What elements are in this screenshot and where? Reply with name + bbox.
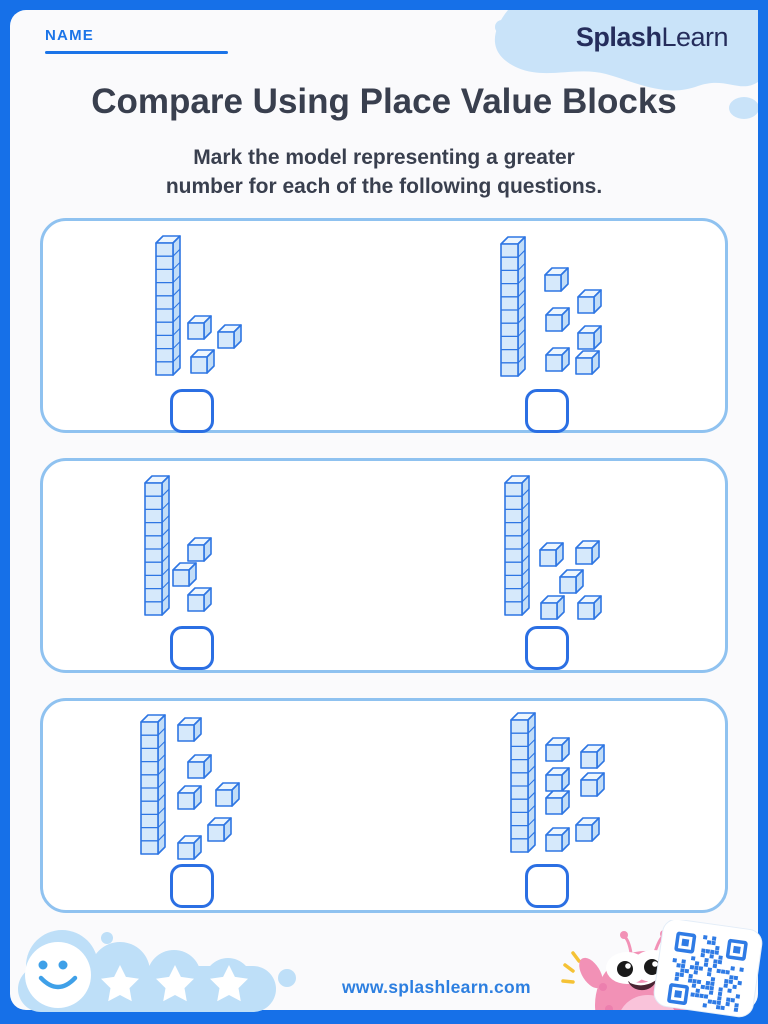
ones-cube-graphic — [545, 347, 570, 372]
name-label: NAME — [45, 27, 94, 44]
place-value-model-q1-left[interactable] — [155, 235, 242, 376]
ones-cube-graphic — [580, 744, 605, 769]
question-box-1 — [40, 218, 728, 433]
ones-cube-graphic — [544, 267, 569, 292]
name-input-line[interactable] — [45, 51, 228, 54]
footer-cloud-decoration — [18, 930, 296, 1012]
tens-rod-graphic — [155, 235, 181, 376]
splashlearn-logo: SplashLearn — [575, 22, 729, 53]
star-icon — [210, 965, 248, 1002]
blob-dot — [495, 20, 509, 34]
ones-cube-graphic — [190, 349, 215, 374]
ones-cube-graphic — [187, 537, 212, 562]
ones-cube-graphic — [217, 324, 242, 349]
instructions-line-1: Mark the model representing a greater — [193, 146, 575, 169]
ones-cube-graphic — [540, 595, 565, 620]
question-box-3 — [40, 698, 728, 913]
header-blob-decoration — [494, 10, 758, 119]
place-value-model-q2-left[interactable] — [144, 475, 212, 616]
place-value-model-q3-right[interactable] — [510, 712, 605, 853]
qr-code — [653, 920, 763, 1018]
ones-cube-graphic — [187, 754, 212, 779]
monster-arm — [579, 957, 603, 989]
answer-checkbox-q2-left[interactable] — [170, 626, 214, 670]
ones-cube-graphic — [545, 737, 570, 762]
answer-checkbox-q1-right[interactable] — [525, 389, 569, 433]
tens-rod-graphic — [144, 475, 170, 616]
place-value-model-q3-left[interactable] — [140, 714, 240, 860]
cloud-dot-right — [278, 969, 296, 987]
ones-cube-graphic — [177, 835, 202, 860]
ones-cube-graphic — [187, 315, 212, 340]
instructions-line-2: number for each of the following questio… — [165, 175, 603, 198]
ones-cube-graphic — [575, 350, 600, 375]
ones-cube-graphic — [545, 767, 570, 792]
ones-cube-graphic — [215, 782, 240, 807]
ones-cube-graphic — [187, 587, 212, 612]
ones-cube-graphic — [577, 289, 602, 314]
cloud-dot-top — [101, 932, 113, 944]
logo-text-splash: Splash — [575, 22, 662, 52]
ones-cube-graphic — [207, 817, 232, 842]
instructions: Mark the model representing a greater nu… — [0, 143, 768, 201]
place-value-model-q2-right[interactable] — [504, 475, 602, 620]
ones-cube-graphic — [539, 542, 564, 567]
footer-url: www.splashlearn.com — [342, 977, 531, 997]
ones-cube-graphic — [172, 562, 197, 587]
star-icon — [156, 965, 194, 1002]
tens-rod-graphic — [500, 236, 526, 377]
ones-cube-graphic — [577, 325, 602, 350]
blob-dot-2 — [729, 97, 758, 119]
ones-cube-graphic — [577, 595, 602, 620]
sparkle-icon — [561, 951, 581, 984]
ones-cube-graphic — [177, 785, 202, 810]
smiley-icon — [25, 942, 91, 1008]
ones-cube-graphic — [580, 772, 605, 797]
answer-checkbox-q3-right[interactable] — [525, 864, 569, 908]
place-value-model-q1-right[interactable] — [500, 236, 602, 377]
ones-cube-graphic — [545, 827, 570, 852]
ones-cube-graphic — [545, 307, 570, 332]
ones-cube-graphic — [177, 717, 202, 742]
tens-rod-graphic — [140, 714, 166, 855]
tens-rod-graphic — [510, 712, 536, 853]
star-icon — [101, 965, 139, 1002]
page-title: Compare Using Place Value Blocks — [91, 82, 677, 121]
ones-cube-graphic — [575, 540, 600, 565]
logo-text-learn: Learn — [661, 22, 728, 52]
answer-checkbox-q2-right[interactable] — [525, 626, 569, 670]
tens-rod-graphic — [504, 475, 530, 616]
answer-checkbox-q3-left[interactable] — [170, 864, 214, 908]
ones-cube-graphic — [559, 569, 584, 594]
answer-checkbox-q1-left[interactable] — [170, 389, 214, 433]
question-box-2 — [40, 458, 728, 673]
ones-cube-graphic — [575, 817, 600, 842]
ones-cube-graphic — [545, 790, 570, 815]
